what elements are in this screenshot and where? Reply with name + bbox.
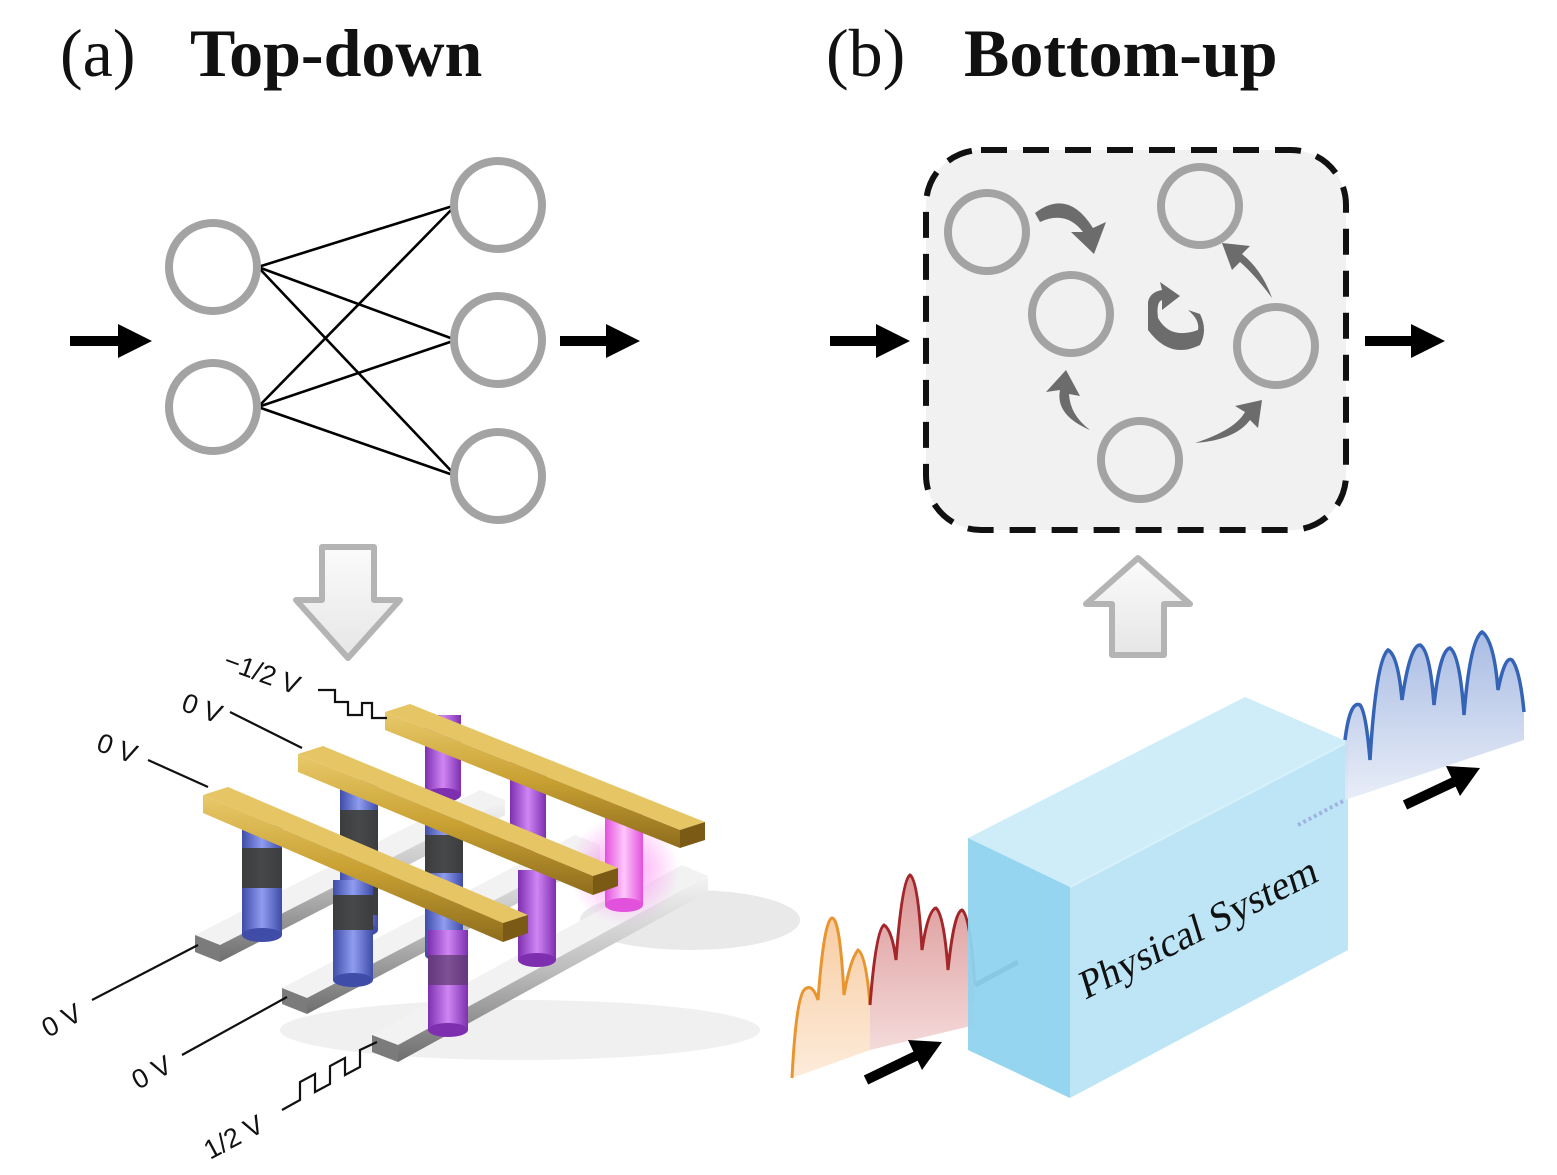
edge-in1-out1 [257, 203, 457, 269]
output-waveform [1297, 629, 1526, 827]
wire-top-2 [229, 711, 303, 749]
recurrent-network [923, 147, 1349, 533]
output-node-2 [450, 292, 546, 388]
output-arrow-b [1365, 324, 1445, 358]
box-top-face [968, 697, 1348, 887]
self-loop-arrow [1148, 282, 1204, 350]
output-arrow-a [560, 324, 640, 358]
input-arrow-b [830, 324, 910, 358]
output-pulse-arrow [1402, 766, 1480, 810]
pillar-r1-c3 [428, 930, 468, 1037]
arrow-4-to-2 [1222, 243, 1272, 298]
input-pulse-arrow [863, 1040, 942, 1085]
arrow-1-to-3 [1035, 203, 1106, 254]
wire-top-3 [318, 688, 387, 720]
wires [91, 688, 387, 1111]
arrow-5-to-4 [1195, 400, 1262, 443]
wire-top-1 [147, 758, 209, 789]
voltage-top-3: −1/2 V [220, 645, 304, 700]
arrow-5-to-3 [1046, 370, 1090, 430]
input-arrow-a [70, 324, 152, 358]
voltage-bottom-3: 1/2 V [199, 1109, 269, 1165]
wire-bottom-1 [91, 944, 199, 1001]
input-node-2 [165, 359, 261, 455]
edge-in1-out3 [257, 266, 457, 477]
input-node-1 [165, 219, 261, 315]
recurrent-arrows [1035, 203, 1272, 443]
panel-a-label: (a) [60, 15, 135, 91]
voltage-top-2: 0 V [178, 687, 226, 729]
feedforward-network [165, 157, 546, 524]
box-front-face [968, 838, 1070, 1098]
pillar-r1-c2 [333, 880, 373, 987]
top-electrode-2 [298, 746, 618, 895]
physical-system: Physical System [790, 629, 1526, 1098]
up-block-arrow [1083, 555, 1193, 658]
physical-system-box: Physical System [968, 697, 1349, 1098]
recurrent-node-3 [1028, 271, 1114, 357]
down-block-arrow [293, 544, 403, 661]
edge-in1-out2 [257, 265, 457, 342]
top-electrode-3 [385, 704, 705, 848]
input-wave-orange [792, 918, 870, 1078]
edge-in2-out1 [257, 204, 457, 408]
wire-bottom-2 [181, 996, 288, 1056]
wire-bottom-3 [281, 1041, 378, 1111]
panel-a-title: Top-down [190, 15, 482, 91]
recurrent-node-2 [1157, 163, 1243, 249]
voltage-bottom-2: 0 V [127, 1050, 177, 1096]
output-node-1 [450, 157, 546, 253]
recurrent-box [923, 147, 1349, 533]
recurrent-node-5 [1097, 417, 1183, 503]
input-wave-red [870, 875, 975, 1050]
memristor-crossbar: −1/2 V 0 V 0 V 0 V 0 V 1/2 V [37, 645, 800, 1165]
recurrent-node-1 [944, 189, 1030, 275]
edge-in2-out3 [257, 405, 457, 478]
network-edges [257, 203, 457, 478]
panel-b-title: Bottom-up [964, 15, 1278, 91]
recurrent-node-4 [1233, 303, 1319, 389]
voltage-top-1: 0 V [93, 727, 141, 769]
voltage-bottom-1: 0 V [37, 998, 87, 1044]
output-node-3 [450, 428, 546, 524]
top-electrode-1 [203, 787, 528, 942]
box-side-face [1070, 742, 1348, 1098]
output-wave-blue [1345, 632, 1524, 800]
pillar-r3-c3 [569, 810, 679, 925]
edge-in2-out2 [257, 338, 457, 409]
panel-b-label: (b) [826, 15, 905, 91]
